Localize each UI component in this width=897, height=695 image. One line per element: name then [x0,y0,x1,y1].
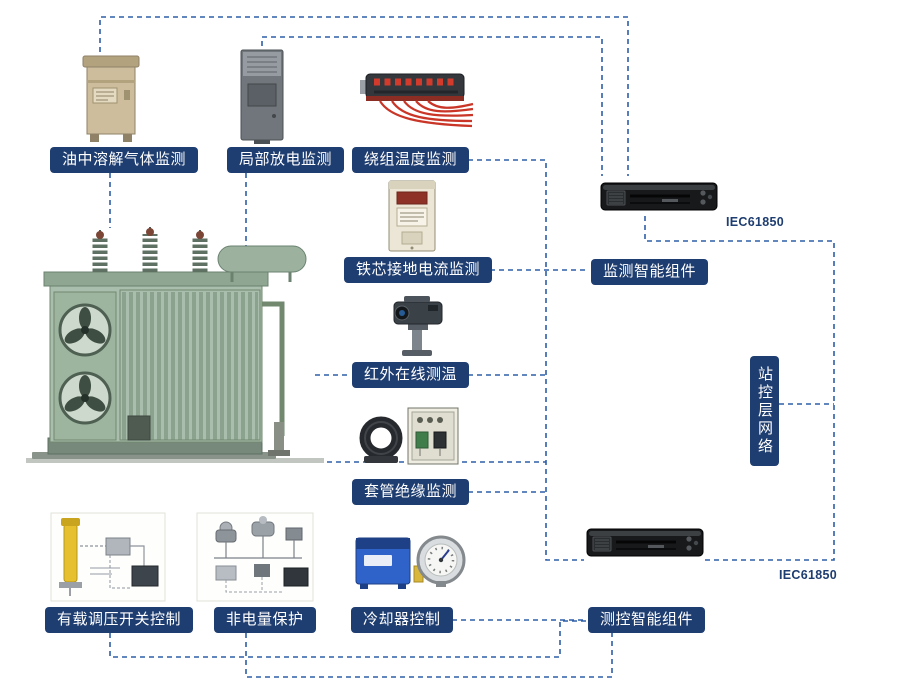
connector-non-electric-to-measure [245,633,613,678]
label-tap-changer-control: 有载调压开关控制 [45,607,194,633]
label-cooler-control: 冷却器控制 [351,607,453,633]
label-oil-gas-monitoring: 油中溶解气体监测 [50,147,199,173]
measure-control-rack-server [586,522,704,562]
oil-gas-monitor-device [80,52,142,144]
partial-discharge-device [236,46,288,146]
label-infrared-temperature: 红外在线测温 [352,362,470,388]
transformer-illustration [22,226,328,478]
connector-oil-gas-to-monitor [99,16,629,176]
bushing-insulation-device [356,402,464,470]
connector-partial-discharge-to-monitor [261,36,603,176]
monitoring-rack-server [600,176,718,216]
label-measure-control-component: 测控智能组件 [588,607,706,633]
core-ground-current-device [384,178,440,254]
iec61850-label-bottom: IEC61850 [779,568,837,582]
connector-sensor-trunk [468,159,584,561]
connector-monitor-to-station-network [644,216,835,561]
iec61850-label-top: IEC61850 [726,215,784,229]
label-station-control-network: 站控层网络 [750,356,779,466]
label-monitoring-component: 监测智能组件 [591,259,709,285]
tap-changer-device [50,512,166,602]
cooler-control-device [348,522,468,600]
label-non-electric-protection: 非电量保护 [214,607,316,633]
label-core-ground-current: 铁芯接地电流监测 [344,257,493,283]
non-electric-protection-device [196,512,314,602]
label-bushing-insulation: 套管绝缘监测 [352,479,470,505]
label-winding-temperature: 绕组温度监测 [352,147,470,173]
winding-temp-device [358,66,474,132]
label-partial-discharge: 局部放电监测 [227,147,345,173]
infrared-camera-device [388,292,450,360]
